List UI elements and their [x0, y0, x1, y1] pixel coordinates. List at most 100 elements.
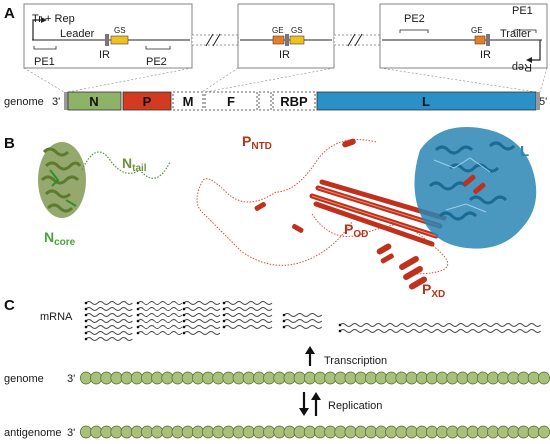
- nucleoprotein-bead: [120, 425, 133, 439]
- nucleoprotein-bead: [527, 371, 540, 385]
- nucleoprotein-bead: [232, 371, 245, 385]
- mrna-cap: [84, 307, 88, 311]
- ir-label: IR: [279, 49, 290, 61]
- antigenome-strand-label: antigenome: [4, 427, 62, 439]
- nucleoprotein-bead: [425, 371, 439, 385]
- nucleoprotein-bead: [375, 425, 388, 439]
- ir-marker: [105, 34, 109, 46]
- genome-strand-label: genome: [4, 373, 44, 385]
- nucleoprotein-bead: [141, 371, 154, 385]
- mrna-cap: [222, 307, 226, 311]
- nucleoprotein-bead: [252, 425, 266, 439]
- gs-signal: [110, 35, 129, 45]
- mrna-transcript: [223, 313, 273, 317]
- nucleoprotein-bead: [405, 371, 418, 385]
- nucleoprotein-bead: [222, 425, 235, 439]
- mrna-transcript: [85, 325, 133, 329]
- mrna-transcript: [85, 331, 133, 335]
- gap-connector-2: [333, 33, 381, 47]
- nucleoprotein-bead: [293, 425, 306, 439]
- nucleoprotein-bead: [415, 425, 428, 439]
- l-protein-structure: [414, 126, 537, 249]
- mrna-transcript: [283, 325, 323, 329]
- mrna-transcript: [223, 301, 273, 305]
- nucleoprotein-bead: [191, 371, 205, 385]
- transcription-label: Transcription: [324, 355, 387, 367]
- ir-marker: [486, 34, 490, 46]
- mrna-cap: [136, 313, 140, 317]
- nucleoprotein-bead: [314, 425, 327, 439]
- mrna-transcript: [223, 319, 273, 323]
- nucleoprotein-bead: [344, 371, 357, 385]
- pe1-label: PE1: [512, 5, 533, 17]
- nucleoprotein-bead: [283, 371, 296, 385]
- genome-3-end: 3': [52, 96, 60, 108]
- mrna-cap: [282, 325, 286, 329]
- ir-marker: [285, 34, 289, 46]
- gene-f-label: F: [227, 94, 235, 109]
- antigenome-strand-3-end: 3': [67, 427, 75, 439]
- p-protein-structure: [196, 138, 449, 290]
- mrna-transcript: [223, 325, 273, 329]
- nucleoprotein-bead: [110, 425, 123, 439]
- nucleoprotein-bead: [395, 425, 408, 439]
- mrna-cap: [282, 319, 286, 323]
- nucleoprotein-bead: [79, 371, 93, 385]
- antigenome-nucleocapsid: [79, 425, 550, 439]
- ge-label: GE: [272, 26, 284, 35]
- mrna-cap: [136, 307, 140, 311]
- nucleoprotein-bead: [466, 371, 479, 385]
- mrna-cap: [222, 313, 226, 317]
- ir-label: IR: [99, 49, 110, 61]
- panel-label-a: A: [4, 5, 15, 22]
- ge-signal: [474, 35, 486, 45]
- mrna-cap: [182, 319, 186, 323]
- gene-rbp-label: RBP: [280, 94, 308, 109]
- nucleoprotein-bead: [395, 371, 408, 385]
- mrna-cap: [338, 329, 342, 333]
- nucleoprotein-bead: [436, 371, 449, 385]
- gene-rbp: [272, 91, 316, 111]
- mrna-transcripts: [84, 301, 541, 341]
- nucleoprotein-bead: [324, 371, 337, 385]
- nucleoprotein-bead: [487, 425, 500, 439]
- nucleoprotein-bead: [171, 425, 184, 439]
- gene-f: [204, 91, 258, 111]
- ge-signal: [272, 35, 285, 45]
- nucleoprotein-bead: [324, 425, 337, 439]
- nucleoprotein-bead: [120, 371, 133, 385]
- mrna-cap: [84, 313, 88, 317]
- mrna-cap: [84, 331, 88, 335]
- gene-junction-box: GE GS IR: [237, 3, 335, 69]
- nucleoprotein-bead: [273, 425, 286, 439]
- nucleoprotein-bead: [446, 371, 459, 385]
- nucleoprotein-bead: [507, 371, 520, 385]
- mrna-cap: [182, 325, 186, 329]
- mrna-transcript: [183, 313, 221, 317]
- nucleoprotein-bead: [303, 425, 316, 439]
- mrna-transcript: [183, 325, 221, 329]
- mrna-transcript: [85, 313, 133, 317]
- nucleoprotein-bead: [171, 371, 184, 385]
- nucleoprotein-bead: [517, 425, 530, 439]
- mrna-transcript: [339, 329, 541, 333]
- nucleoprotein-bead: [334, 425, 347, 439]
- mrna-transcript: [183, 301, 221, 305]
- n-tail-label: Ntail: [122, 155, 147, 174]
- nucleoprotein-bead: [110, 371, 123, 385]
- nucleoprotein-bead: [456, 371, 469, 385]
- mrna-transcript: [339, 323, 541, 327]
- nucleoprotein-bead: [242, 371, 255, 385]
- transcription-arrow: [305, 346, 315, 366]
- genome-gene-map: N P M F RBP L: [64, 91, 540, 111]
- mrna-transcript: [283, 319, 323, 323]
- mrna-cap: [338, 323, 342, 327]
- nucleoprotein-bead: [354, 371, 367, 385]
- nucleoprotein-bead: [354, 425, 367, 439]
- promoter-arrow: [530, 40, 541, 61]
- ge-label: GE: [471, 26, 483, 35]
- nucleoprotein-bead: [181, 425, 194, 439]
- replication-arrows: [299, 392, 321, 416]
- mrna-transcript: [183, 307, 221, 311]
- nucleoprotein-bead: [191, 425, 205, 439]
